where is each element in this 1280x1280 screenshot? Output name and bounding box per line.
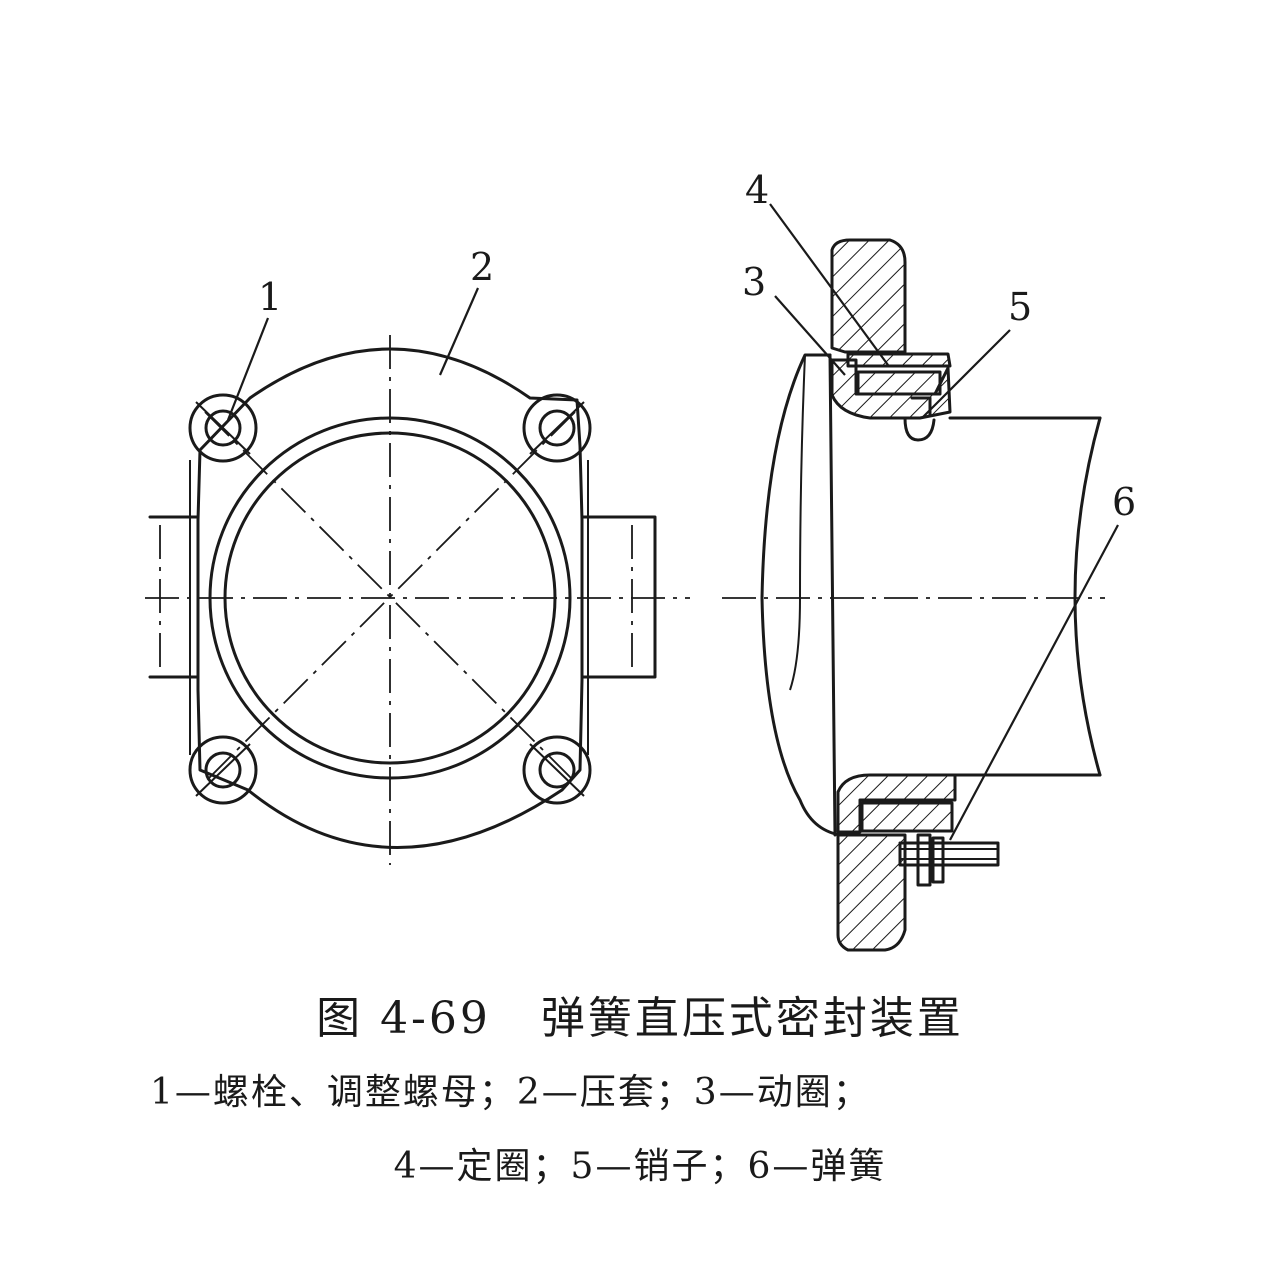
part-label-1: 1 (258, 275, 282, 319)
housing-curve (760, 353, 842, 837)
part-label-5: 5 (1008, 285, 1032, 329)
part-label-3: 3 (742, 260, 766, 304)
bolt-top-left (188, 393, 258, 463)
bolt-bottom-left (188, 735, 258, 805)
front-view: 1 2 (145, 245, 690, 865)
part-label-6: 6 (1112, 480, 1136, 524)
shaft-outline (948, 416, 1102, 777)
bottom-flange-section (836, 833, 907, 952)
gland-outline (196, 347, 584, 849)
top-flange-section (830, 238, 907, 354)
spring-assembly (898, 833, 1000, 887)
right-lug (580, 515, 657, 679)
part-label-2: 2 (470, 245, 494, 289)
moving-ring-bottom (836, 773, 957, 834)
fixed-ring-bottom (860, 801, 954, 833)
fixed-ring-top (846, 352, 952, 368)
legend-line-2: 4—定圈；5—销子；6—弹簧 (393, 1146, 887, 1187)
figure-number: 图 4-69 (316, 993, 491, 1044)
bolt-top-right (522, 393, 592, 463)
figure-caption-title: 图 4-69 弹簧直压式密封装置 (0, 982, 1280, 1046)
legend-line-1: 1—螺栓、调整螺母；2—压套；3—动圈； (150, 1072, 871, 1113)
part-label-4: 4 (745, 168, 769, 212)
bolt-bottom-right (522, 735, 592, 805)
left-lug (148, 515, 200, 679)
section-view: 4 3 5 6 (722, 168, 1136, 952)
figure-title: 弹簧直压式密封装置 (540, 993, 964, 1044)
